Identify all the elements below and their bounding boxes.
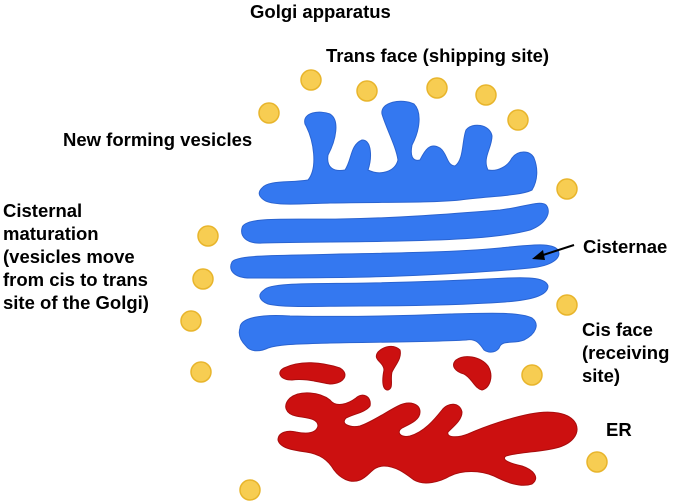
vesicle: [190, 361, 212, 383]
vesicle: [356, 80, 378, 102]
vesicle: [426, 77, 448, 99]
cisterna-2: [241, 202, 549, 244]
vesicle: [258, 102, 280, 124]
er-fragment-1: [375, 345, 401, 391]
cis-face-line: site): [582, 365, 621, 386]
cisternal-maturation-line: Cisternal: [3, 200, 83, 221]
er-fragment-2: [453, 356, 492, 391]
vesicle: [556, 178, 578, 200]
vesicle: [192, 268, 214, 290]
trans-face-label: Trans face (shipping site): [326, 45, 550, 66]
cisterna-4: [259, 277, 549, 307]
cis-face-label: Cis face (receiving site): [582, 318, 669, 387]
vesicle: [586, 451, 608, 473]
cisternae-label: Cisternae: [583, 236, 668, 257]
cisternal-maturation-label: Cisternal maturation (vesicles move from…: [3, 199, 149, 314]
cisternal-maturation-line: (vesicles move: [3, 246, 135, 267]
er-main: [277, 392, 578, 486]
cisternal-maturation-line: from cis to trans: [3, 269, 148, 290]
cisternal-maturation-line: maturation: [3, 223, 99, 244]
cisternae-arrow: [532, 244, 575, 260]
vesicle: [475, 84, 497, 106]
vesicle: [180, 310, 202, 332]
er-label: ER: [606, 419, 632, 440]
cis-face-line: Cis face: [582, 319, 653, 340]
cisternal-maturation-line: site of the Golgi): [3, 292, 149, 313]
new-vesicles-label: New forming vesicles: [63, 129, 253, 150]
vesicles: [180, 69, 608, 501]
cisterna-3: [230, 244, 560, 279]
cis-face-line: (receiving: [582, 342, 670, 363]
vesicle: [197, 225, 219, 247]
vesicle: [521, 364, 543, 386]
cisterna-top: [258, 100, 538, 205]
vesicle: [239, 479, 261, 501]
vesicle: [556, 294, 578, 316]
er-structure: [277, 345, 578, 486]
vesicle: [300, 69, 322, 91]
er-fragment-3: [279, 362, 346, 385]
cisterna-5: [238, 312, 537, 353]
golgi-stack: [230, 100, 560, 353]
diagram-title: Golgi apparatus: [250, 1, 391, 22]
vesicle: [507, 109, 529, 131]
